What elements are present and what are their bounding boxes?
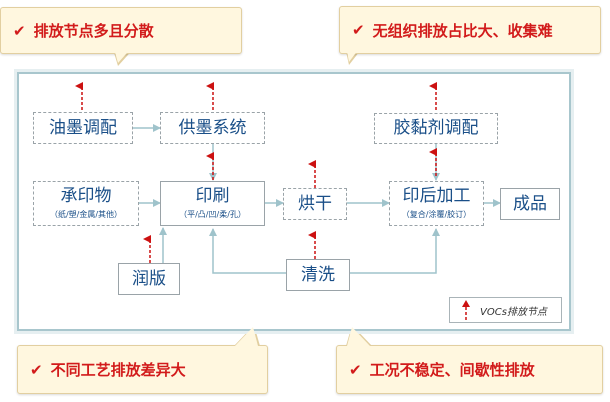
node-label: 印刷	[195, 186, 230, 206]
legend-label: VOCs排放节点	[480, 306, 547, 318]
callout-pointer-fill	[113, 45, 134, 63]
legend: VOCs排放节点	[449, 297, 562, 323]
emission-arrow-icon	[462, 300, 470, 320]
node-label: 印后加工	[402, 186, 471, 206]
check-icon: ✔	[30, 360, 43, 379]
node-label: 油墨调配	[49, 117, 117, 138]
node-plate-wetting: 润版	[118, 263, 180, 295]
node-ink-supply: 供墨系统	[160, 112, 265, 144]
node-printing: 印刷 （平/凸/凹/柔/孔）	[160, 181, 265, 226]
callout-pointer-fill	[235, 327, 258, 346]
node-label: 烘干	[298, 193, 332, 214]
callout-text: 工况不稳定、间歇性排放	[369, 361, 535, 379]
callout-text: 不同工艺排放差异大	[50, 361, 186, 379]
node-cleaning: 清洗	[286, 259, 350, 291]
flow-cleaning-to-postpress	[350, 228, 440, 274]
node-label: 承印物	[60, 186, 112, 206]
node-adhesive-mixing: 胶黏剂调配	[374, 113, 498, 144]
node-ink-mixing: 油墨调配	[33, 112, 133, 144]
callout-text: 排放节点多且分散	[33, 22, 154, 40]
node-label: 成品	[513, 193, 547, 214]
callout-process-differences: ✔ 不同工艺排放差异大	[17, 345, 268, 394]
node-drying: 烘干	[283, 188, 347, 220]
callout-text: 无组织排放占比大、收集难	[372, 21, 553, 40]
callout-fugitive-emission: ✔ 无组织排放占比大、收集难	[339, 6, 601, 54]
callout-pointer-fill	[346, 46, 361, 62]
node-product: 成品	[500, 188, 560, 220]
node-label: 清洗	[301, 264, 335, 285]
flow-cleaning-to-printing	[209, 228, 286, 274]
node-label: 润版	[132, 268, 166, 289]
callout-pointer-fill	[347, 327, 370, 346]
callout-intermittent-emission: ✔ 工况不稳定、间歇性排放	[336, 345, 603, 394]
node-post-press: 印后加工 （复合/涂覆/胶订）	[389, 181, 484, 226]
check-icon: ✔	[13, 21, 26, 40]
node-sublabel: （平/凸/凹/柔/孔）	[179, 210, 246, 219]
check-icon: ✔	[349, 360, 362, 379]
node-label: 胶黏剂调配	[393, 118, 479, 138]
node-sublabel: （纸/塑/金属/其他）	[49, 210, 123, 219]
node-sublabel: （复合/涂覆/胶订）	[401, 210, 472, 219]
node-label: 供墨系统	[178, 117, 247, 138]
check-icon: ✔	[352, 21, 365, 39]
node-substrate: 承印物 （纸/塑/金属/其他）	[33, 181, 139, 226]
